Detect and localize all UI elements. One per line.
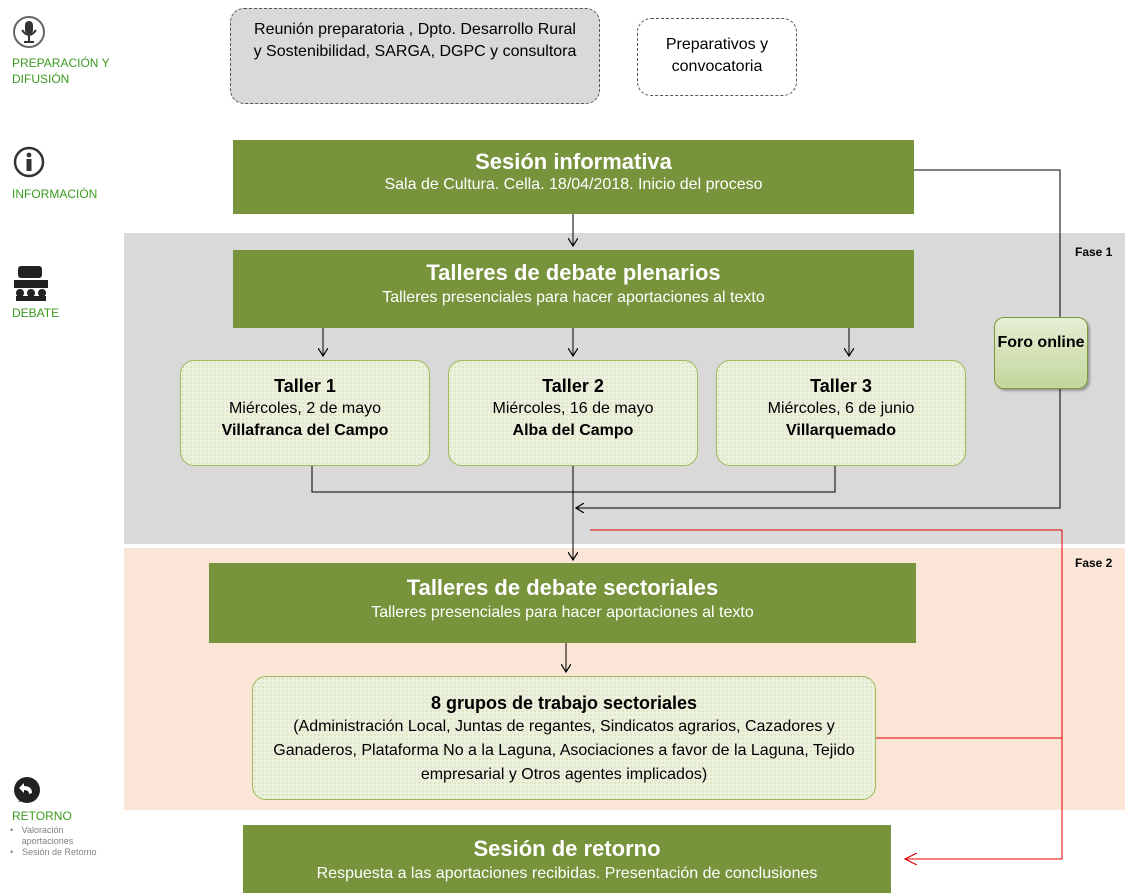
taller-place: Villarquemado: [786, 422, 896, 439]
retorno-bullet-item: •Sesión de Retorno: [10, 847, 97, 857]
sidebar-retorno-label: RETORNO: [12, 809, 72, 823]
taller-place: Villafranca del Campo: [221, 422, 389, 439]
talleres-sectoriales-title: Talleres de debate sectoriales: [406, 575, 719, 600]
taller-title: Taller 3: [810, 376, 872, 396]
sesion-informativa-box: Sesión informativa Sala de Cultura. Cell…: [233, 140, 914, 214]
sesion-retorno-title: Sesión de retorno: [473, 836, 661, 861]
taller-3-box: Taller 3 Miércoles, 6 de junio Villarque…: [716, 360, 966, 466]
microphone-icon: [12, 12, 46, 57]
taller-place: Alba del Campo: [512, 422, 634, 439]
phase2-label: Fase 2: [1075, 556, 1113, 570]
sidebar-debate-label: DEBATE: [12, 306, 60, 320]
retorno-bullet-item: •Valoración aportaciones: [10, 825, 74, 846]
sesion-informativa-subtitle: Sala de Cultura. Cella. 18/04/2018. Inic…: [384, 176, 763, 193]
sidebar-informacion-label: INFORMACIÓN: [12, 187, 98, 201]
taller-date: Miércoles, 16 de mayo: [492, 400, 654, 417]
sesion-retorno-box: Sesión de retorno Respuesta a las aporta…: [243, 825, 891, 893]
speech-bubble-return-icon: [12, 776, 42, 811]
taller-title: Taller 1: [274, 376, 336, 396]
preparativos-box: Preparativos y convocatoria: [637, 18, 797, 96]
taller-1-box: Taller 1 Miércoles, 2 de mayo Villafranc…: [180, 360, 430, 466]
grupos-body: (Administración Local, Juntas de regante…: [273, 718, 855, 783]
taller-date: Miércoles, 6 de junio: [767, 400, 915, 417]
talleres-plenarios-subtitle: Talleres presenciales para hacer aportac…: [382, 289, 765, 306]
taller-title: Taller 2: [542, 376, 604, 396]
sidebar-preparacion-label: PREPARACIÓN Y DIFUSIÓN: [12, 56, 110, 86]
talleres-plenarios-box: Talleres de debate plenarios Talleres pr…: [233, 250, 914, 328]
connector-informativa-foro: [914, 169, 1061, 317]
sesion-retorno-subtitle: Respuesta a las aportaciones recibidas. …: [316, 865, 818, 882]
retorno-bullet-list: •Valoración aportaciones •Sesión de Reto…: [10, 825, 115, 858]
reunion-preparatoria-box: Reunión preparatoria , Dpto. Desarrollo …: [230, 8, 600, 104]
phase1-label: Fase 1: [1075, 245, 1113, 259]
debate-icon: [12, 264, 50, 307]
talleres-sectoriales-subtitle: Talleres presenciales para hacer aportac…: [371, 604, 754, 621]
red-feedback-line: [590, 529, 1063, 859]
taller-2-box: Taller 2 Miércoles, 16 de mayo Alba del …: [448, 360, 698, 466]
talleres-plenarios-title: Talleres de debate plenarios: [426, 260, 721, 285]
taller-date: Miércoles, 2 de mayo: [228, 400, 382, 417]
foro-online-box: Foro online: [994, 317, 1088, 389]
sesion-informativa-title: Sesión informativa: [475, 149, 672, 174]
talleres-sectoriales-box: Talleres de debate sectoriales Talleres …: [209, 563, 916, 643]
arrow-foro-merge: [576, 389, 1061, 508]
info-icon: [13, 146, 45, 183]
grupos-title: 8 grupos de trabajo sectoriales: [430, 693, 698, 713]
grupos-trabajo-box: 8 grupos de trabajo sectoriales (Adminis…: [252, 676, 876, 800]
